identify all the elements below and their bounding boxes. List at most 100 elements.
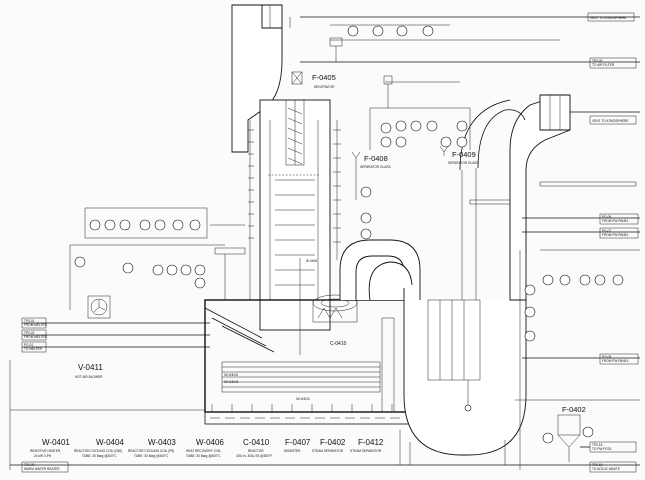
instrument-bubble	[542, 432, 554, 444]
line-label: TO ACIDIC WASTE	[592, 467, 620, 471]
air-filter-line-no: TP0-05	[592, 59, 603, 63]
instrument-bubble	[594, 274, 606, 286]
instrument-bubble	[582, 426, 594, 438]
instrument-bubble	[524, 306, 536, 318]
line-label: FROM PW PANEL	[602, 233, 629, 237]
left-process-lines: TP0-01 FROM MELTER TP0-02 FROM MELTER PG…	[9, 317, 210, 470]
instrument-bubble	[360, 228, 372, 240]
legend-item: W-0404 REACTOR COOLING COIL (D50) TUBE: …	[74, 438, 124, 458]
instrument-bubble	[194, 277, 206, 289]
line-no: TP0-20	[24, 463, 35, 467]
line-no: PG-06	[602, 215, 611, 219]
blower-label: HOT AIR BLOWER	[75, 375, 103, 379]
legend-item: W-0401 RESISTIVE HEATER, 24 kW 3-PH	[30, 438, 70, 458]
steam-separator-bottom: F-0402 TP0-16 TO PW POOL TP0-18 TO ACIDI…	[10, 405, 640, 473]
sep-glass-1-label: SEPARATOR GLASS	[360, 165, 391, 169]
instrument-bubble	[372, 25, 384, 37]
instrument-bubble	[396, 25, 408, 37]
instrument-bubble	[194, 264, 206, 276]
svg-text:HEAT RECOVERY COIL: HEAT RECOVERY COIL	[186, 449, 221, 453]
instrument-bubble	[180, 264, 192, 276]
svg-text:3/16 in. 304L SS @300°F: 3/16 in. 304L SS @300°F	[236, 454, 272, 458]
line-no: PG-07	[602, 229, 611, 233]
reactor-tag: C-0410	[330, 341, 347, 347]
denitrator-column: F-0405 DENITRATOR W-0406	[248, 71, 341, 331]
vent-stack-left	[231, 4, 283, 153]
vent-top-label: VENT TO ATMOSPHERE	[590, 16, 626, 20]
svg-text:TUBE: 30 Barg @300°C: TUBE: 30 Barg @300°C	[186, 454, 221, 458]
top-instrument-cluster: TP0-05 TO AIR FILTER	[300, 24, 640, 69]
instrument-bubble	[524, 330, 536, 342]
svg-text:W-0406: W-0406	[196, 438, 224, 447]
instrument-bubble	[410, 120, 422, 132]
svg-text:STEAM SEPARATOR: STEAM SEPARATOR	[312, 449, 344, 453]
svg-text:W-0406: W-0406	[306, 259, 317, 263]
instrument-bubble	[122, 262, 134, 274]
legend-item: F-0412 STEAM SEPARATOR	[350, 438, 384, 453]
sep-glass-1-tag: F-0408	[364, 154, 388, 163]
instrument-bubble	[189, 219, 201, 231]
instrument-bubble	[542, 274, 554, 286]
instrument-bubble	[166, 264, 178, 276]
vent-right: VENT TO ATMOSPHERE	[570, 111, 640, 125]
legend-item: W-0403 REACTOR COOLING COIL (P5) TUBE: 3…	[128, 438, 176, 458]
blower-tag: V-0411	[78, 363, 103, 372]
equipment-legend: W-0401 RESISTIVE HEATER, 24 kW 3-PH W-04…	[21, 438, 384, 473]
steam-sep-bottom-tag: F-0402	[562, 405, 586, 414]
instrument-bubble	[395, 136, 407, 148]
left-instrument-panel	[69, 207, 246, 310]
instrument-bubble	[440, 136, 452, 148]
svg-text:C-0410: C-0410	[243, 438, 270, 447]
svg-text:RESISTIVE HEATER,: RESISTIVE HEATER,	[30, 449, 61, 453]
instrument-bubble	[139, 219, 151, 231]
instrument-bubble	[154, 219, 166, 231]
instrument-bubble	[360, 212, 372, 224]
line-no: TP0-16	[592, 443, 603, 447]
instrument-bubble	[456, 136, 468, 148]
line-label: TO MELTER	[24, 347, 43, 351]
svg-text:REACTOR: REACTOR	[248, 449, 264, 453]
separator-glass-cluster: F-0408 SEPARATOR GLASS F-0409 SEPARATOR …	[351, 75, 637, 240]
svg-text:W-0404: W-0404	[96, 438, 124, 447]
svg-text:REACTOR COOLING COIL (D50): REACTOR COOLING COIL (D50)	[74, 449, 122, 453]
svg-text:F-0402: F-0402	[320, 438, 346, 447]
hot-air-blower: V-0411 HOT AIR BLOWER	[75, 295, 111, 379]
svg-text:W-0401: W-0401	[42, 438, 70, 447]
legend-item: F-0407 DEMISTER	[284, 438, 311, 453]
line-label: WARM WATER HEATER	[24, 467, 60, 471]
svg-text:W-0403: W-0403	[148, 438, 176, 447]
svg-text:DEMISTER: DEMISTER	[284, 449, 301, 453]
instrument-bubble	[360, 186, 372, 198]
line-no: PG-01	[24, 343, 33, 347]
instrument-bubble	[380, 122, 392, 134]
svg-text:F-0407: F-0407	[285, 438, 311, 447]
legend-item: C-0410 REACTOR 3/16 in. 304L SS @300°F	[236, 438, 272, 458]
instrument-bubble	[426, 120, 438, 132]
svg-text:STEAM SEPARATOR: STEAM SEPARATOR	[350, 449, 382, 453]
instrument-bubble	[422, 25, 434, 37]
vent-line-top: VENT TO ATMOSPHERE	[289, 12, 640, 28]
line-no: TP0-01	[24, 319, 35, 323]
instrument-bubble	[612, 274, 624, 286]
air-filter-label: TO AIR FILTER	[592, 63, 615, 67]
svg-text:TUBE: 30 Barg @300°C: TUBE: 30 Barg @300°C	[82, 454, 117, 458]
svg-text:TUBE: 30 Barg @300°C: TUBE: 30 Barg @300°C	[134, 454, 169, 458]
legend-item: F-0402 STEAM SEPARATOR	[312, 438, 346, 453]
line-no: TP0-18	[592, 463, 603, 467]
coil-w0401-tag: W-0401	[296, 396, 311, 401]
sep-glass-2-label: SEPARATOR GLASS	[448, 161, 479, 165]
coil-w0404-tag: W-0404	[224, 372, 239, 377]
vent-right-label: VENT TO ATMOSPHERE	[592, 119, 628, 123]
denitrator-label: DENITRATOR	[314, 85, 335, 89]
right-pw-lines: PG-06 FROM PW PANEL PG-07 FROM PW PANEL …	[515, 213, 640, 470]
line-label: FROM MELTER	[24, 323, 48, 327]
line-no: PG-08	[602, 355, 611, 359]
instrument-bubble	[347, 25, 359, 37]
line-label: FROM PW PANEL	[602, 219, 629, 223]
instrument-bubble	[152, 264, 164, 276]
instrument-bubble	[104, 219, 116, 231]
svg-text:F-0412: F-0412	[358, 438, 384, 447]
instrument-bubble	[456, 120, 468, 132]
